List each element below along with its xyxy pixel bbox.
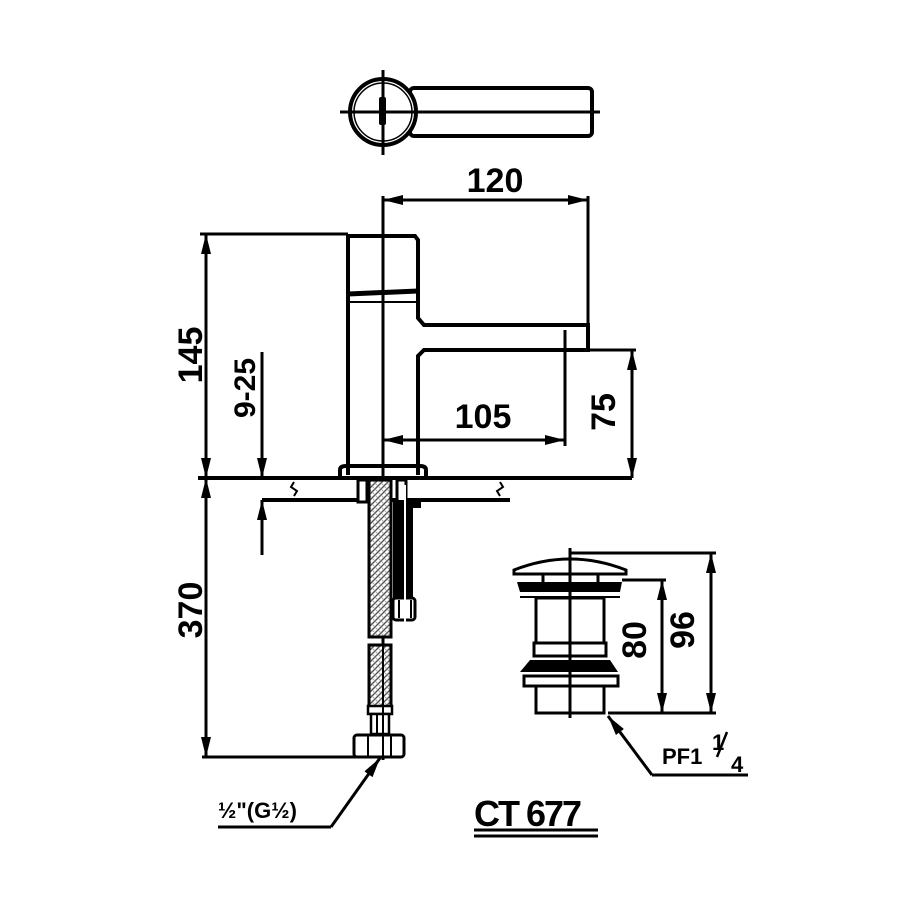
dim-9-25-label: 9-25 [229,358,262,418]
dimension-drain-body-height: 80 [616,578,667,713]
dim-96-label: 96 [664,611,702,649]
dimension-overall-height: 145 [172,232,348,478]
pop-up-drain [512,548,628,718]
dim-370-label: 370 [172,582,210,639]
dimension-drain-total-height: 96 [570,551,716,715]
hose-thread-label: ½"(G½) [218,798,297,823]
supply-hose [352,478,406,760]
fixing-stud [391,485,421,628]
hose-thread-callout: ½"(G½) [218,757,382,829]
deck-section [198,476,632,504]
dim-105-label: 105 [455,398,512,436]
dim-80-label: 80 [616,621,654,659]
drain-thread-fraction-den: 4 [731,752,744,777]
dimension-spout-reach-outlet: 105 [383,330,567,446]
drain-thread-prefix: PF1 [662,744,702,769]
dim-120-label: 120 [467,162,524,200]
dimension-spout-reach-total: 120 [383,162,590,350]
drain-thread-callout: PF1 1 4 [606,715,748,777]
model-number: CT 677 [474,793,581,834]
model-title: CT 677 [474,793,598,838]
dimension-outlet-height: 75 [585,348,637,478]
dimension-deck-thickness: 9-25 [229,352,267,555]
dim-145-label: 145 [172,327,210,384]
dim-75-label: 75 [585,393,623,431]
dimension-hose-length: 370 [172,478,356,759]
top-view [340,70,600,155]
